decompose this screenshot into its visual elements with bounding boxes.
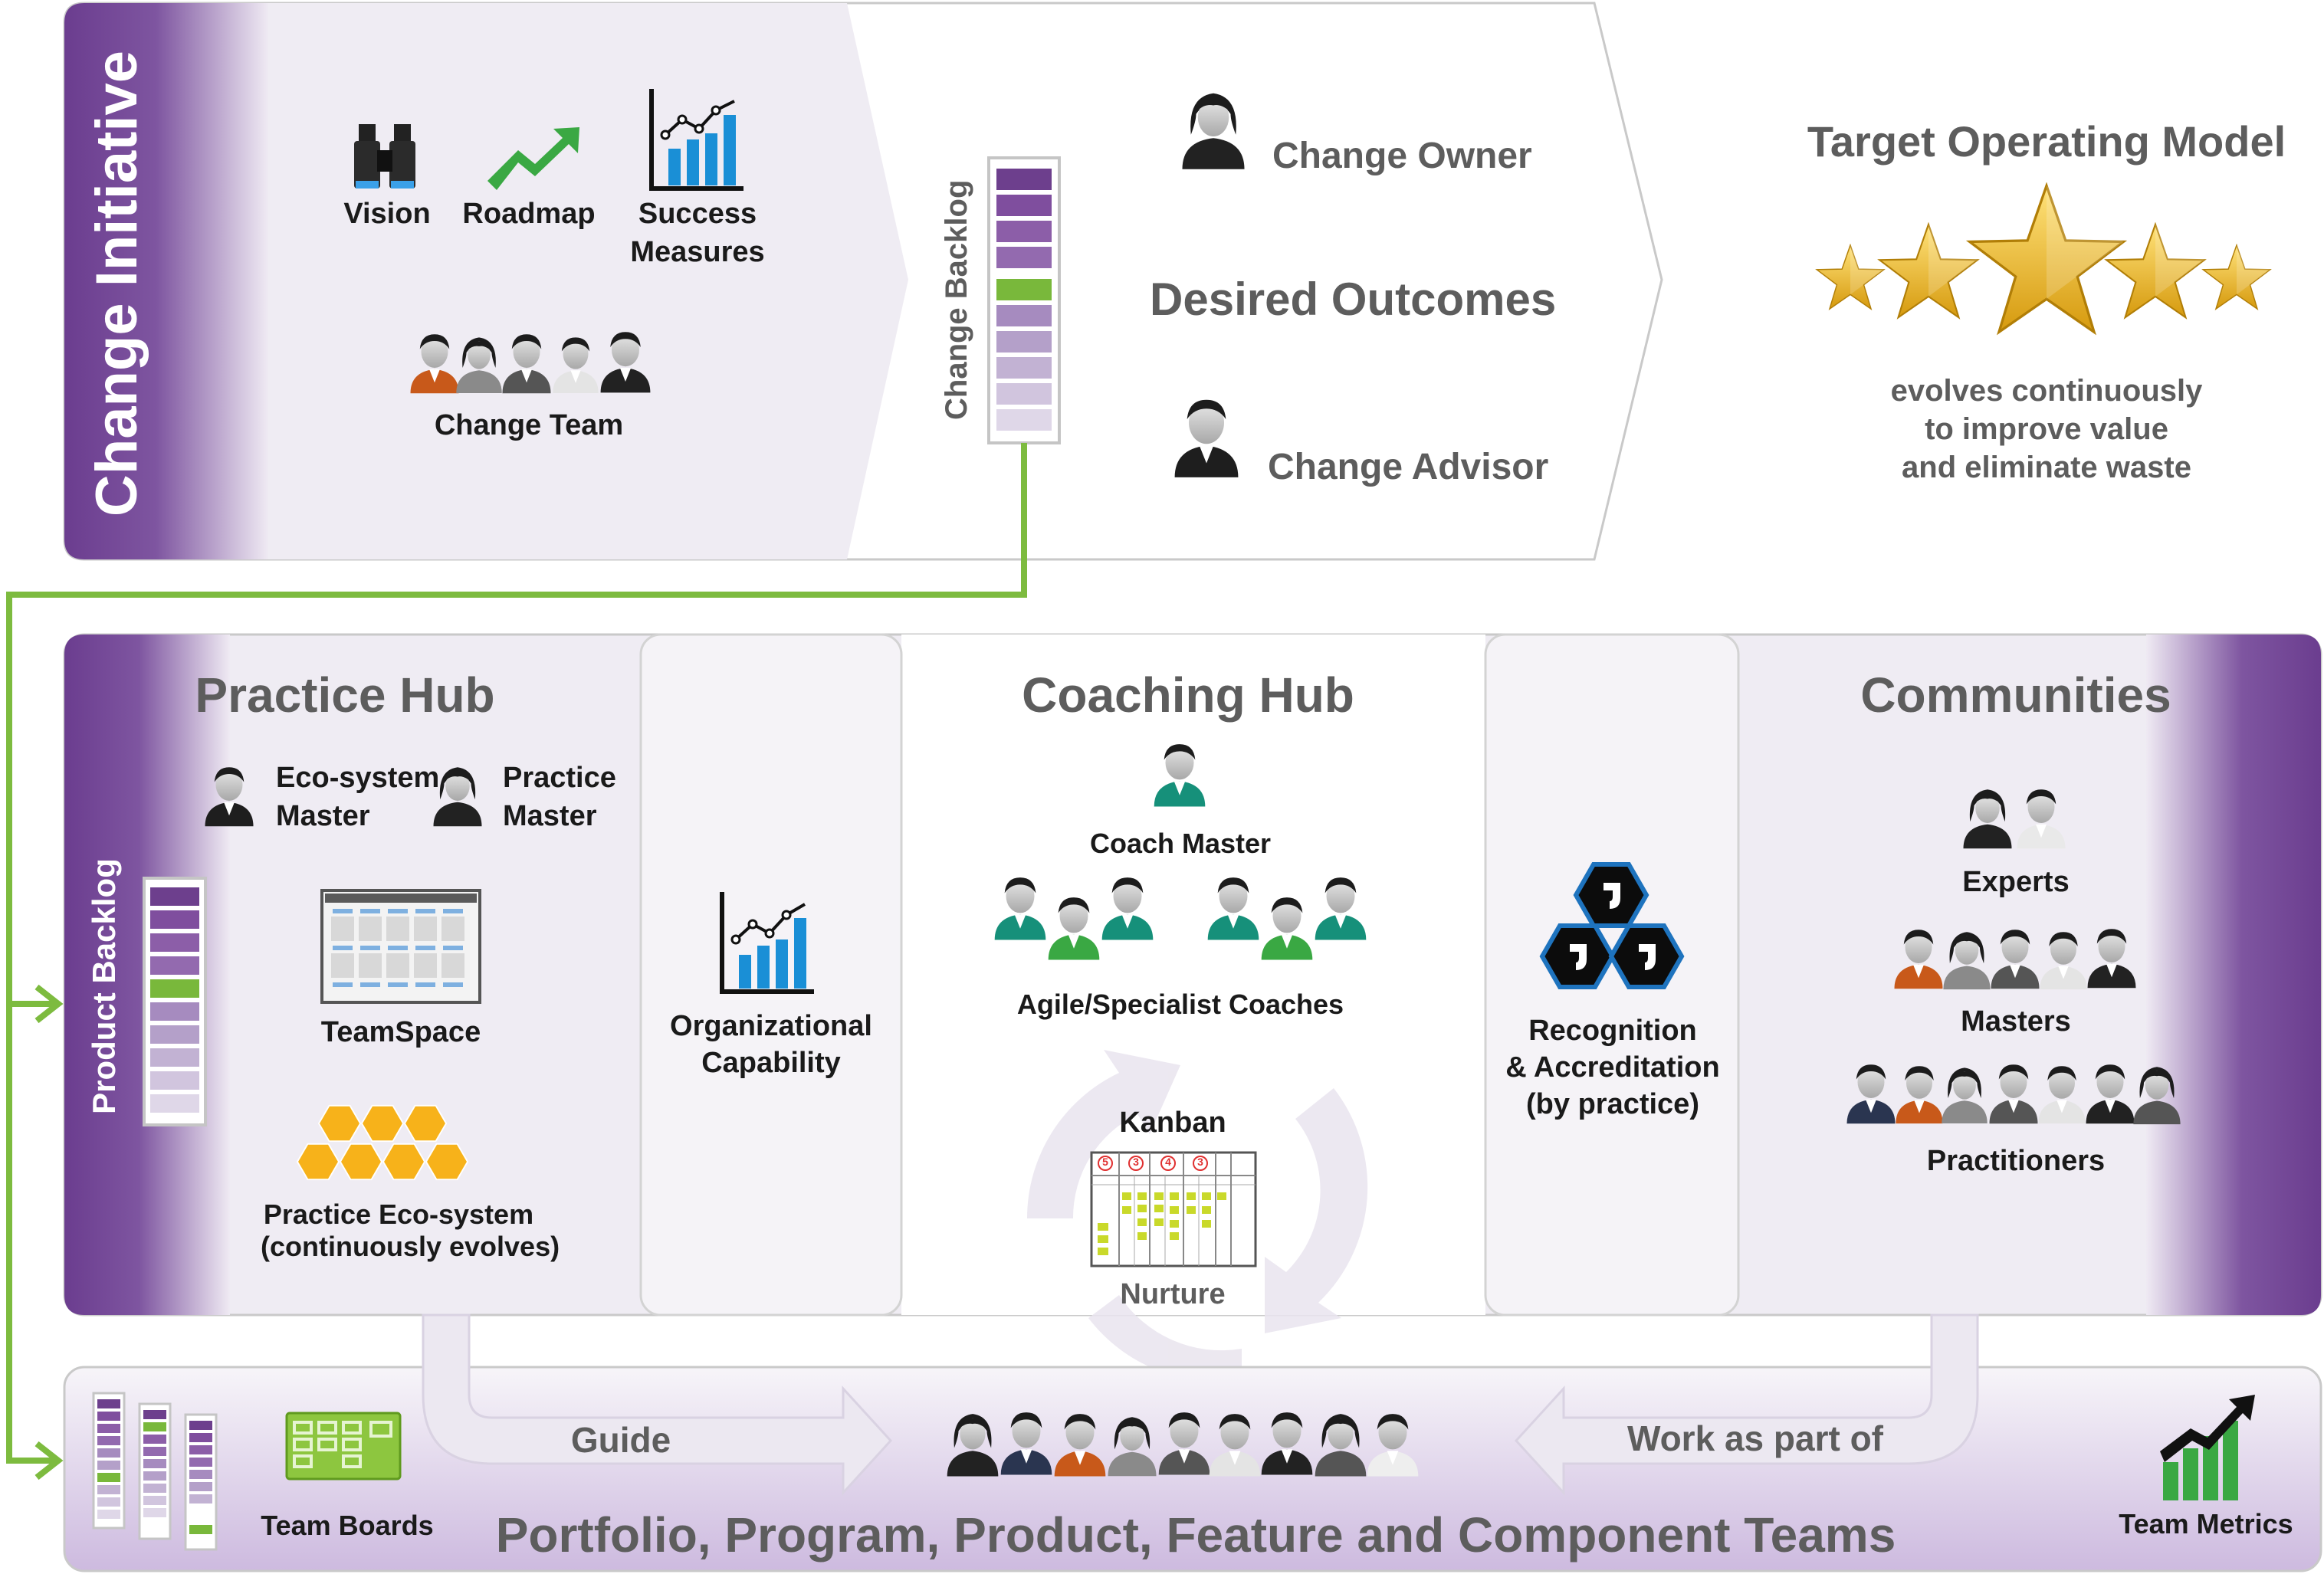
teams-title: Portfolio, Program, Product, Feature and… bbox=[495, 1507, 1896, 1563]
target-operating-model-line2: to improve value bbox=[1925, 412, 2168, 446]
work-as-part-of-label: Work as part of bbox=[1627, 1418, 1883, 1458]
kanban-wip-2: 3 bbox=[1133, 1156, 1139, 1168]
org-capability-label-line1: Organizational bbox=[670, 1010, 872, 1042]
binoculars-icon bbox=[354, 124, 415, 189]
change-team-label: Change Team bbox=[434, 409, 624, 441]
team-boards-label: Team Boards bbox=[261, 1510, 434, 1541]
roadmap-label: Roadmap bbox=[462, 198, 596, 230]
coaching-hub-title: Coaching Hub bbox=[1022, 667, 1354, 723]
ecosystem-master-label-line1: Eco-system bbox=[276, 762, 440, 794]
teams-people bbox=[947, 1412, 1419, 1477]
nurture-label: Nurture bbox=[1120, 1278, 1226, 1310]
team-metrics-icon bbox=[2160, 1395, 2255, 1500]
communities-title: Communities bbox=[1860, 667, 2171, 723]
guide-label: Guide bbox=[570, 1420, 671, 1460]
team-backlogs-icon bbox=[92, 1392, 218, 1551]
practice-master-label-line2: Master bbox=[503, 800, 597, 832]
recognition-label-line3: (by practice) bbox=[1526, 1088, 1699, 1120]
star-rating-icon bbox=[1816, 184, 2271, 334]
change-backlog-label: Change Backlog bbox=[940, 179, 973, 420]
success-measures-label-line2: Measures bbox=[630, 236, 765, 268]
kanban-label: Kanban bbox=[1119, 1107, 1226, 1139]
target-operating-model-line1: evolves continuously bbox=[1890, 374, 2203, 408]
practitioners-label: Practitioners bbox=[1926, 1145, 2106, 1177]
change-initiative-band-label: Change Initiative bbox=[84, 50, 149, 517]
flow-arrows bbox=[422, 1313, 1979, 1496]
kanban-wip-1: 5 bbox=[1102, 1156, 1108, 1168]
ecosystem-master-label-line2: Master bbox=[276, 800, 370, 832]
experts-label: Experts bbox=[1962, 866, 2070, 898]
practice-hub-title: Practice Hub bbox=[195, 667, 495, 723]
practice-master-label-line1: Practice bbox=[503, 762, 616, 794]
change-owner-label: Change Owner bbox=[1272, 136, 1532, 176]
desired-outcomes-label: Desired Outcomes bbox=[1150, 274, 1557, 325]
recognition-label-line1: Recognition bbox=[1528, 1015, 1697, 1047]
product-backlog-icon bbox=[143, 877, 207, 1126]
change-initiative-panel bbox=[63, 2, 1663, 561]
org-capability-label-line2: Capability bbox=[701, 1047, 841, 1079]
org-capability-chart-icon bbox=[720, 892, 814, 994]
coach-master-label: Coach Master bbox=[1089, 828, 1272, 859]
product-backlog-label: Product Backlog bbox=[86, 858, 122, 1114]
target-operating-model-title: Target Operating Model bbox=[1807, 117, 2286, 166]
green-connector bbox=[6, 443, 1027, 1481]
kanban-wip-3: 4 bbox=[1165, 1156, 1171, 1168]
practice-ecosystem-label-line2: (continuously evolves) bbox=[261, 1231, 560, 1262]
change-backlog-icon bbox=[987, 156, 1061, 444]
masters-label: Masters bbox=[1961, 1005, 2071, 1038]
success-measures-label-line1: Success bbox=[638, 198, 757, 230]
practice-ecosystem-label-line1: Practice Eco-system bbox=[263, 1199, 534, 1230]
team-board-icon bbox=[285, 1412, 402, 1481]
change-advisor-label: Change Advisor bbox=[1268, 447, 1549, 487]
target-operating-model-line3: and eliminate waste bbox=[1902, 451, 2191, 484]
bar-chart-icon bbox=[649, 89, 743, 191]
nurture-cycle-icon bbox=[1026, 1050, 1368, 1382]
teamspace-board-icon bbox=[320, 889, 481, 1004]
teamspace-label: TeamSpace bbox=[320, 1016, 481, 1048]
trend-arrow-icon bbox=[487, 127, 579, 190]
agile-coaches-label: Agile/Specialist Coaches bbox=[1016, 989, 1344, 1020]
kanban-board-icon bbox=[1090, 1151, 1257, 1267]
team-metrics-label: Team Metrics bbox=[2119, 1508, 2293, 1540]
kanban-wip-4: 3 bbox=[1197, 1156, 1203, 1168]
vision-label: Vision bbox=[343, 198, 431, 230]
hub-panel bbox=[63, 633, 2322, 1317]
recognition-label-line2: & Accreditation bbox=[1505, 1051, 1720, 1084]
